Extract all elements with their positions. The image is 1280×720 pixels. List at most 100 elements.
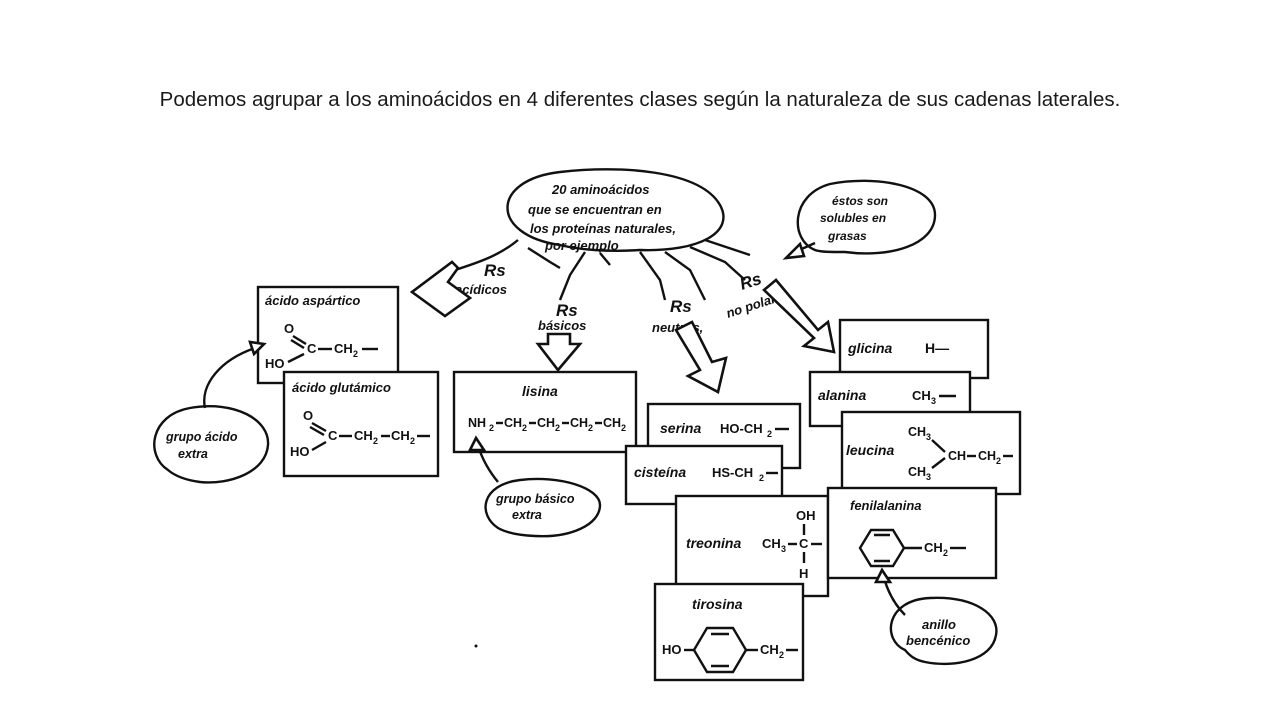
- threonine-name: treonina: [686, 535, 741, 551]
- note-bubble: éstos son solubles en grasas: [782, 179, 937, 260]
- serine-sub: 2: [767, 429, 772, 439]
- branch-nonpolar: [689, 245, 746, 281]
- callout-acid: grupo ácido extra: [153, 340, 270, 484]
- callout-basic: grupo básico extra: [467, 435, 602, 538]
- callout-ring-line-1: anillo: [922, 617, 956, 632]
- threonine-oh: OH: [796, 508, 816, 523]
- aspartic-double-bond: [290, 334, 307, 350]
- note-arrow-head: [782, 241, 806, 260]
- leucine-ch3-top: CH: [908, 425, 926, 439]
- lysine-nh: NH: [468, 416, 486, 430]
- branch-basic: [558, 251, 587, 301]
- tyrosine-name: tirosina: [692, 596, 743, 612]
- glutamic-double-bond: [309, 421, 327, 437]
- lysine-nh-sub: 2: [489, 423, 494, 433]
- callout-acid-line-1: grupo ácido: [165, 430, 238, 444]
- scan-dot: [474, 644, 478, 648]
- box-tyrosine: [653, 582, 805, 682]
- callout-acid-line-2: extra: [178, 447, 208, 461]
- acidic-label: acídicos: [455, 282, 507, 297]
- alanine-sub: 3: [931, 396, 936, 406]
- note-line-2: solubles en: [820, 211, 886, 225]
- glycine-r: H—: [925, 340, 949, 356]
- callout-basic-line-2: extra: [512, 508, 542, 522]
- threonine-ch3: CH: [762, 536, 781, 551]
- branch-acidic: [454, 239, 519, 272]
- lysine-ch-3: CH: [570, 416, 588, 430]
- basic-arrow: [535, 332, 583, 373]
- branch-neutral-2: [664, 251, 707, 301]
- branch-acidic-2: [527, 246, 561, 270]
- lysine-formula: NH 2 CH 2 CH 2 CH 2 CH 2: [468, 416, 626, 433]
- box-phenylalanine: [826, 486, 998, 580]
- tyrosine-ch: CH: [760, 642, 779, 657]
- cysteine-name: cisteína: [634, 464, 686, 480]
- leucine-ch2: CH: [978, 449, 996, 463]
- glutamic-ch-1: CH: [354, 428, 373, 443]
- glutamic-o: O: [303, 408, 313, 423]
- alanine-name: alanina: [818, 387, 866, 403]
- callout-ring: anillo bencénico: [873, 567, 998, 666]
- callout-ring-pointer: [882, 577, 906, 616]
- glutamic-name: ácido glutámico: [292, 380, 391, 395]
- leucine-sub-bottom: 3: [926, 472, 931, 482]
- aspartic-ho-bond: [287, 352, 305, 364]
- box-lysine: [452, 370, 638, 454]
- glutamic-c: C: [328, 428, 338, 443]
- acidic-arrow: [409, 260, 473, 318]
- lysine-sub-2: 2: [555, 423, 560, 433]
- center-line-2: que se encuentran en: [528, 202, 662, 217]
- lysine-sub-1: 2: [522, 423, 527, 433]
- aspartic-name: ácido aspártico: [265, 293, 360, 308]
- neutral-rs-label: Rs: [670, 297, 692, 316]
- tyrosine-sub: 2: [779, 650, 784, 660]
- box-threonine: [674, 494, 830, 598]
- lysine-sub-4: 2: [621, 423, 626, 433]
- tyrosine-ho: HO: [662, 642, 682, 657]
- aspartic-o: O: [284, 321, 294, 336]
- lysine-sub-3: 2: [588, 423, 593, 433]
- phenylalanine-ch: CH: [924, 540, 943, 555]
- threonine-c: C: [799, 536, 809, 551]
- phenylalanine-sub: 2: [943, 548, 948, 558]
- callout-acid-pointer: [203, 346, 256, 409]
- box-glutamic: [282, 370, 440, 478]
- leucine-name: leucina: [846, 442, 894, 458]
- leucine-ch3-bottom: CH: [908, 465, 926, 479]
- leucine-ch: CH: [948, 449, 966, 463]
- aspartic-ho: HO: [265, 356, 285, 371]
- callout-basic-head: [467, 435, 487, 452]
- note-line-3: grasas: [827, 229, 867, 243]
- cysteine-sub: 2: [759, 473, 764, 483]
- note-line-1: éstos son: [832, 194, 888, 208]
- glutamic-ho-bond: [311, 440, 327, 452]
- threonine-sub: 3: [781, 544, 786, 554]
- lysine-ch-2: CH: [537, 416, 555, 430]
- basic-label: básicos: [538, 318, 586, 333]
- glutamic-sub-2: 2: [410, 436, 415, 446]
- center-line-3: los proteínas naturales,: [530, 221, 676, 236]
- serine-r: HO-CH: [720, 421, 763, 436]
- alanine-ch3: CH: [912, 388, 931, 403]
- callout-ring-line-2: bencénico: [906, 633, 970, 648]
- aspartic-sub: 2: [353, 349, 358, 359]
- callout-ring-head: [873, 567, 893, 584]
- nonpolar-rs-label: Rs: [737, 269, 764, 294]
- box-glycine: [838, 318, 990, 380]
- nonpolar-arrow: [762, 278, 836, 354]
- box-cysteine: [624, 444, 784, 506]
- center-line-4: por ejemplo: [544, 238, 619, 253]
- cysteine-r: HS-CH: [712, 465, 753, 480]
- branch-basic-2: [599, 252, 611, 266]
- branch-nonpolar-2: [704, 238, 751, 257]
- serine-name: serina: [660, 420, 701, 436]
- aspartic-ch: CH: [334, 341, 353, 356]
- leucine-sub-ch2: 2: [996, 456, 1001, 466]
- lysine-ch-1: CH: [504, 416, 522, 430]
- glycine-name: glicina: [847, 340, 893, 356]
- branch-neutral: [639, 251, 667, 301]
- leucine-sub-top: 3: [926, 432, 931, 442]
- glutamic-sub-1: 2: [373, 436, 378, 446]
- glutamic-ho: HO: [290, 444, 310, 459]
- glutamic-ch-2: CH: [391, 428, 410, 443]
